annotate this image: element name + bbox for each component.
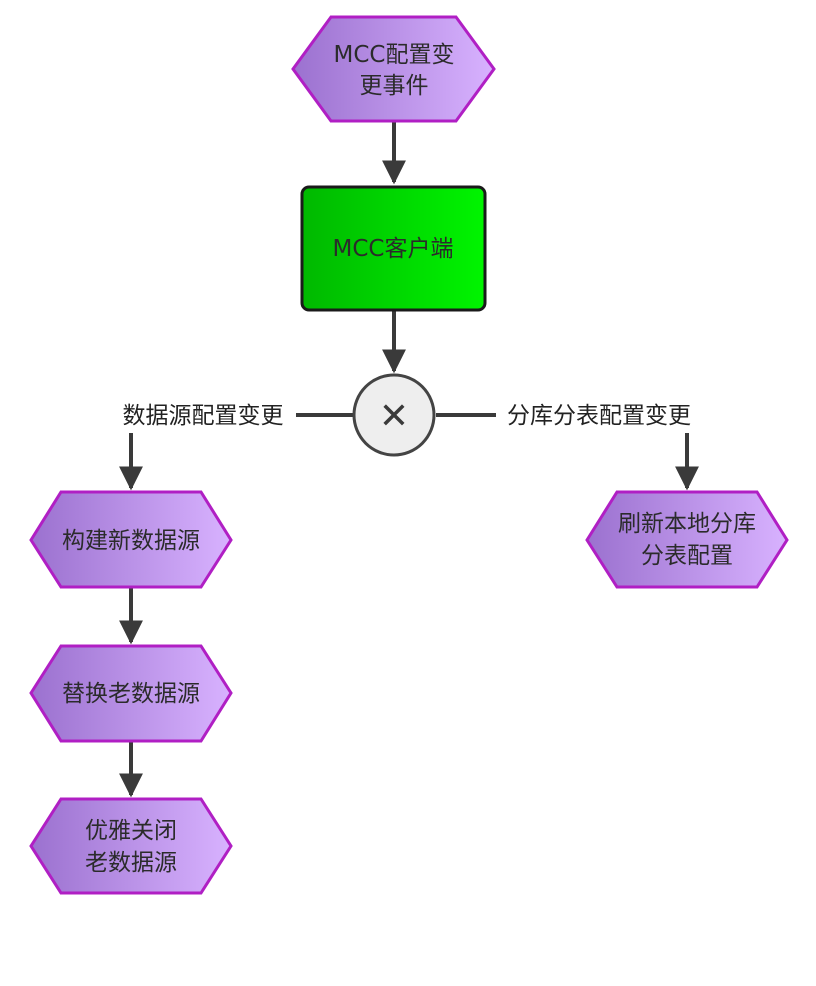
node-close-old-datasource[interactable]: 优雅关闭 老数据源 <box>29 797 233 895</box>
event-label-line-2: 更事件 <box>360 73 429 99</box>
label-datasource-change: 数据源配置变更 <box>123 403 284 429</box>
node-mcc-client[interactable]: MCC客户端 <box>300 185 487 312</box>
gateway-x-icon: ✕ <box>379 396 409 437</box>
client-box <box>300 185 487 312</box>
build-label: 构建新数据源 <box>62 528 200 554</box>
label-sharding-change: 分库分表配置变更 <box>507 403 691 429</box>
close-label-line-2: 老数据源 <box>85 850 177 876</box>
close-label-line-1: 优雅关闭 <box>85 818 177 844</box>
build-hexagon <box>29 490 233 589</box>
refresh-hexagon <box>585 490 789 589</box>
event-hexagon <box>291 15 496 123</box>
node-mcc-config-event[interactable]: MCC配置变 更事件 <box>291 15 496 123</box>
refresh-label-line-1: 刷新本地分库 <box>618 511 756 537</box>
node-replace-old-datasource[interactable]: 替换老数据源 <box>29 644 233 743</box>
node-refresh-sharding-config[interactable]: 刷新本地分库 分表配置 <box>585 490 789 589</box>
replace-label: 替换老数据源 <box>62 681 200 707</box>
refresh-label-line-2: 分表配置 <box>641 543 733 569</box>
connectors <box>119 122 699 798</box>
replace-hexagon <box>29 644 233 743</box>
node-build-new-datasource[interactable]: 构建新数据源 <box>29 490 233 589</box>
close-hexagon <box>29 797 233 895</box>
node-exclusive-gateway[interactable]: ✕ <box>352 373 436 457</box>
event-label-line-1: MCC配置变 <box>334 42 455 68</box>
gateway-circle <box>352 373 436 457</box>
client-label: MCC客户端 <box>333 236 454 262</box>
